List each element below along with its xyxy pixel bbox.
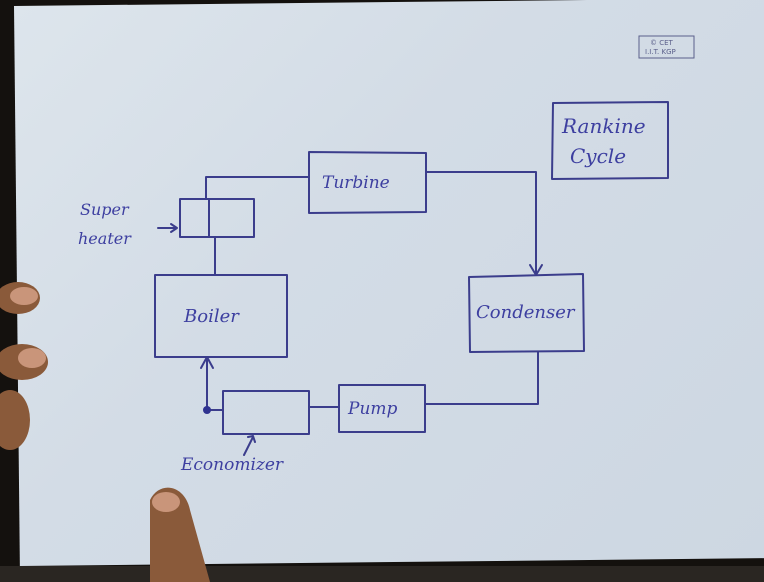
economizer-arrow bbox=[243, 435, 256, 456]
stamp-line-1: © CET bbox=[650, 39, 674, 47]
turbine-block: Turbine bbox=[308, 151, 427, 214]
superheater-arrow bbox=[157, 223, 178, 233]
boiler-block: Boiler bbox=[154, 274, 288, 358]
pump-economizer-line bbox=[206, 406, 340, 411]
turbine-label: Turbine bbox=[322, 173, 390, 193]
copyright-stamp: © CET I.I.T. KGP bbox=[638, 35, 695, 59]
economizer-block: Economizer bbox=[180, 390, 310, 475]
superheater-label-line-1: Super bbox=[80, 200, 130, 219]
flow-lines bbox=[200, 171, 543, 414]
condenser-label: Condenser bbox=[476, 302, 576, 323]
condenser-block: Condenser bbox=[468, 273, 585, 353]
pump-block: Pump bbox=[338, 384, 426, 433]
stamp-line-2: I.I.T. KGP bbox=[645, 48, 676, 56]
title-box: Rankine Cycle bbox=[551, 101, 669, 180]
pump-label: Pump bbox=[347, 399, 398, 419]
condenser-pump-line bbox=[424, 351, 539, 405]
boiler-superheater-turbine-line bbox=[205, 176, 310, 276]
boiler-arrowhead bbox=[200, 356, 214, 369]
turbine-condenser-line bbox=[425, 171, 537, 275]
economizer-label: Economizer bbox=[180, 455, 284, 475]
presenter-fingers bbox=[0, 282, 210, 582]
junction-dot bbox=[203, 406, 211, 414]
superheater-label-line-2: heater bbox=[78, 229, 132, 248]
boiler-label: Boiler bbox=[183, 306, 240, 327]
title-line-1: Rankine bbox=[561, 114, 646, 138]
condenser-arrowhead bbox=[529, 264, 543, 276]
superheater-block: Super heater bbox=[78, 198, 255, 248]
title-line-2: Cycle bbox=[570, 144, 626, 168]
